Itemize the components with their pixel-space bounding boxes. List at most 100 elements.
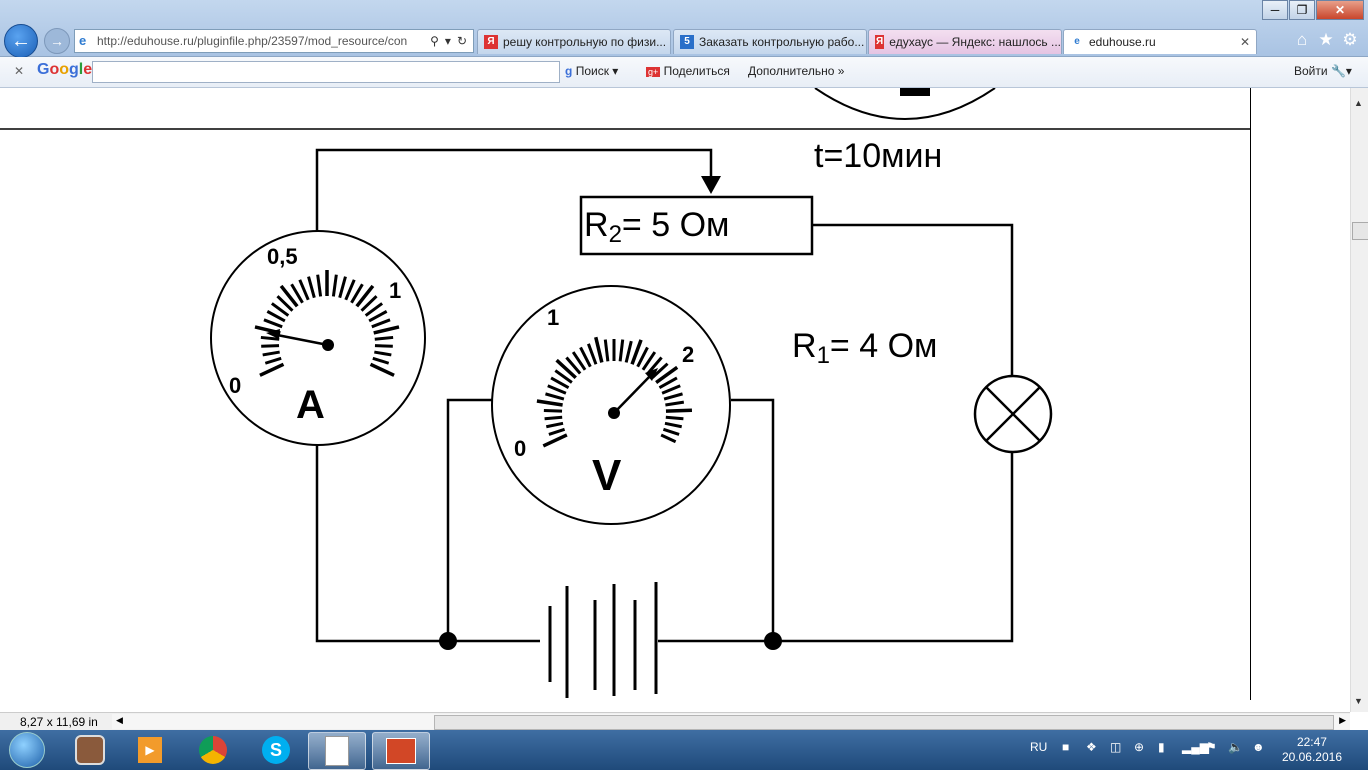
search-icon[interactable]: ⚲	[430, 34, 439, 48]
scale-tick	[266, 310, 286, 323]
gear-icon[interactable]: ⚙	[1342, 30, 1358, 49]
clock-time: 22:47	[1296, 735, 1327, 749]
tray-app-icon[interactable]: ■	[1062, 740, 1070, 754]
scale-tick	[350, 283, 364, 304]
scale-tick	[372, 356, 390, 365]
emoji-icon[interactable]: ☻	[1252, 740, 1265, 754]
login-button[interactable]: Войти 🔧▾	[1294, 64, 1352, 78]
tab-label: eduhouse.ru	[1089, 35, 1156, 49]
clock[interactable]: 22:47 20.06.2016	[1282, 735, 1342, 765]
home-icon[interactable]: ⌂	[1296, 30, 1308, 49]
scale-tick	[290, 283, 304, 304]
scale-tick	[543, 408, 563, 413]
rheostat-slider-arrow	[701, 176, 721, 194]
scale-tick	[665, 415, 684, 421]
scale-tick	[536, 399, 563, 407]
scale-tick	[360, 295, 378, 312]
scale-tick	[571, 351, 587, 371]
signal-icon[interactable]: ▂▄▆	[1182, 740, 1209, 754]
more-button[interactable]: Дополнительно »	[748, 64, 845, 78]
scale-tick	[260, 335, 280, 341]
scale-tick	[263, 318, 283, 329]
taskbar-video-player[interactable]: ▶	[122, 732, 178, 768]
vertical-scrollbar[interactable]: ▲ ▼	[1350, 88, 1368, 712]
address-bar[interactable]: e http://eduhouse.ru/pluginfile.php/2359…	[74, 29, 474, 53]
share-button[interactable]: g+ Поделиться	[646, 64, 730, 78]
scale-tick	[630, 339, 643, 365]
scale-tick	[665, 400, 685, 407]
scale-tick	[665, 408, 693, 413]
scale-tick	[344, 279, 356, 301]
windows-icon[interactable]: ❖	[1086, 740, 1097, 754]
scale-tick	[364, 302, 384, 317]
scale-tick	[374, 350, 392, 357]
ammeter-tick-half: 0,5	[267, 244, 298, 269]
address-url: http://eduhouse.ru/pluginfile.php/23597/…	[97, 34, 408, 48]
google-search-input[interactable]	[92, 61, 560, 83]
share-label: Поделиться	[663, 64, 730, 78]
taskbar: ▶ S RU ■ ❖ ◫ ⊕ ▮ ▂▄▆ ⚑ 🔈 ☻ 22:47 20.06.2…	[0, 730, 1368, 770]
voltmeter: 0 1 2 V	[491, 285, 731, 525]
minimize-button[interactable]: ─	[1262, 0, 1288, 20]
ammeter-tick-max: 1	[389, 278, 401, 303]
horizontal-scrollbar[interactable]: ◀ ▶	[112, 714, 1350, 730]
taskbar-powerpoint[interactable]	[372, 732, 430, 770]
scroll-up-icon[interactable]: ▲	[1354, 98, 1363, 108]
search-button[interactable]: g Поиск ▾	[565, 64, 619, 78]
scale-tick	[316, 274, 323, 297]
close-window-button[interactable]: ✕	[1316, 0, 1364, 20]
plus-circle-icon[interactable]: ⊕	[1134, 740, 1145, 754]
tab-yandex-search[interactable]: Я едухаус — Яндекс: нашлось ...	[868, 29, 1062, 54]
maximize-button[interactable]: ❐	[1289, 0, 1315, 20]
scale-tick	[646, 356, 663, 375]
start-button[interactable]	[2, 732, 52, 768]
chevron-down-icon[interactable]: ▾	[444, 34, 451, 48]
horizontal-scroll-thumb[interactable]	[434, 715, 1334, 730]
scroll-down-icon[interactable]: ▼	[1354, 696, 1363, 706]
arrow-right-icon: →	[50, 33, 64, 49]
scale-tick	[664, 421, 683, 429]
tab-zakazat[interactable]: 5 Заказать контрольную рабо...	[673, 29, 867, 54]
vertical-scroll-thumb[interactable]	[1352, 222, 1368, 240]
language-indicator[interactable]: RU	[1030, 740, 1048, 754]
taskbar-document[interactable]	[308, 732, 366, 770]
back-button[interactable]: ←	[4, 24, 38, 58]
browser-titlebar: ← → e http://eduhouse.ru/pluginfile.php/…	[0, 0, 1368, 58]
scroll-right-icon[interactable]: ▶	[1339, 715, 1346, 725]
video-player-icon: ▶	[138, 737, 162, 763]
folder-icon[interactable]: ◫	[1110, 740, 1122, 754]
scale-tick	[550, 376, 570, 390]
document-page	[0, 88, 1251, 700]
scale-tick	[307, 276, 316, 299]
refresh-icon[interactable]: ↻	[456, 34, 467, 48]
scale-tick	[279, 284, 299, 308]
voltmeter-symbol: V	[592, 451, 622, 500]
scale-tick	[548, 427, 566, 436]
google-plus-icon: g+	[646, 67, 661, 77]
time-label: t=10мин	[814, 137, 942, 175]
wires	[315, 148, 1014, 643]
scroll-left-icon[interactable]: ◀	[116, 715, 123, 725]
forward-button[interactable]: →	[44, 28, 70, 54]
volume-icon[interactable]: 🔈	[1228, 740, 1243, 754]
scale-tick	[555, 358, 577, 380]
tab-reshu[interactable]: Я решу контрольную по физи...	[477, 29, 671, 54]
scale-tick	[545, 421, 564, 429]
tab-label: Заказать контрольную рабо...	[699, 35, 865, 49]
tab-eduhouse[interactable]: e eduhouse.ru ✕	[1063, 29, 1257, 54]
favorites-star-icon[interactable]: ★	[1318, 30, 1334, 49]
flag-icon[interactable]: ⚑	[1206, 740, 1217, 754]
more-label: Дополнительно	[748, 64, 835, 78]
taskbar-chrome[interactable]	[185, 732, 241, 768]
voltmeter-tick-max: 2	[682, 342, 694, 367]
ammeter: 0 0,5 1 A	[210, 230, 426, 446]
ie-icon: e	[79, 33, 87, 48]
taskbar-instagram[interactable]	[62, 732, 118, 768]
taskbar-skype[interactable]: S	[248, 732, 304, 768]
close-toolbar-icon[interactable]: ✕	[14, 64, 25, 78]
close-tab-icon[interactable]: ✕	[1239, 35, 1250, 49]
scale-tick	[544, 415, 563, 421]
scale-tick	[264, 356, 282, 365]
lamp	[973, 374, 1053, 454]
battery-icon[interactable]: ▮	[1158, 740, 1165, 754]
